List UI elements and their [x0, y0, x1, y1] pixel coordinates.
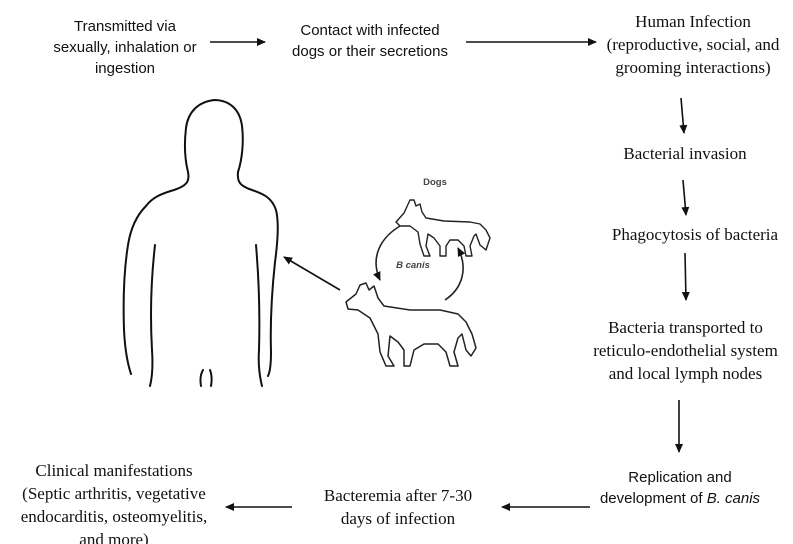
cycle-arrow-left	[376, 226, 400, 280]
node-bacteremia: Bacteremia after 7-30 days of infection	[298, 484, 498, 530]
node-clinical-line4: and more)	[0, 528, 228, 544]
human-silhouette	[124, 100, 278, 386]
dog-upper-icon	[396, 200, 490, 256]
node-replication-line2: development of B. canis	[590, 488, 770, 509]
arrow-phagocytosis-to-transport	[685, 253, 686, 300]
node-contact: Contact with infected dogs or their secr…	[280, 20, 460, 62]
node-bacteremia-line1: Bacteremia after 7-30	[298, 484, 498, 507]
node-bacterial-invasion-line1: Bacterial invasion	[610, 142, 760, 165]
node-contact-line2: dogs or their secretions	[280, 41, 460, 62]
node-contact-line1: Contact with infected	[280, 20, 460, 41]
dogs-label: Dogs	[415, 177, 455, 188]
node-human-infection-line3: grooming interactions)	[598, 56, 788, 79]
node-human-infection-line2: (reproductive, social, and	[598, 33, 788, 56]
node-clinical: Clinical manifestations (Septic arthriti…	[0, 459, 228, 544]
node-clinical-line3: endocarditis, osteomyelitis,	[0, 505, 228, 528]
node-transported-line2: reticulo-endothelial system	[583, 339, 788, 362]
node-transmitted-line2: sexually, inhalation or	[40, 37, 210, 58]
node-transported-line3: and local lymph nodes	[583, 362, 788, 385]
node-replication: Replication and development of B. canis	[590, 467, 770, 509]
node-replication-species: B. canis	[707, 490, 760, 507]
node-clinical-line1: Clinical manifestations	[0, 459, 228, 482]
node-human-infection-line1: Human Infection	[598, 10, 788, 33]
arrow-human-to-invasion	[681, 98, 684, 133]
cycle-arrow-right	[445, 248, 463, 300]
node-bacterial-invasion: Bacterial invasion	[610, 142, 760, 165]
arrow-invasion-to-phagocytosis	[683, 180, 686, 215]
node-replication-line1: Replication and	[590, 467, 770, 488]
node-clinical-line2: (Septic arthritis, vegetative	[0, 482, 228, 505]
node-replication-line2-prefix: development of	[600, 490, 707, 507]
node-phagocytosis-line1: Phagocytosis of bacteria	[600, 223, 790, 246]
node-transported: Bacteria transported to reticulo-endothe…	[583, 316, 788, 385]
bcanis-label: B canis	[388, 260, 438, 271]
node-phagocytosis: Phagocytosis of bacteria	[600, 223, 790, 246]
arrow-dog-to-human	[284, 257, 340, 290]
node-transmitted-line1: Transmitted via	[40, 16, 210, 37]
dog-lower-icon	[346, 283, 476, 366]
node-transmitted-line3: ingestion	[40, 58, 210, 79]
node-transported-line1: Bacteria transported to	[583, 316, 788, 339]
node-bacteremia-line2: days of infection	[298, 507, 498, 530]
node-transmitted: Transmitted via sexually, inhalation or …	[40, 16, 210, 79]
node-human-infection: Human Infection (reproductive, social, a…	[598, 10, 788, 79]
